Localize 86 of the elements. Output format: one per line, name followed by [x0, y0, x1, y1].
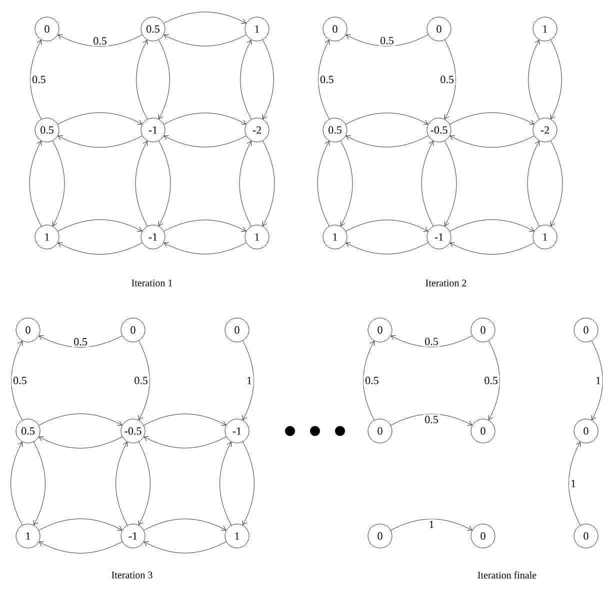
edge-label: 0.5 — [440, 76, 454, 84]
arrow — [390, 414, 472, 426]
arrow — [144, 518, 226, 531]
arrow — [38, 541, 122, 554]
arrow — [144, 436, 226, 448]
arrow — [58, 112, 142, 125]
caption: Iteration finale — [478, 571, 536, 579]
arrow — [58, 34, 142, 47]
arrow — [164, 135, 246, 148]
arrow — [136, 40, 148, 120]
arrow — [138, 340, 150, 420]
edge-label: 0.5 — [484, 376, 498, 384]
arrow — [550, 40, 562, 120]
arrow — [444, 140, 457, 226]
arrow — [242, 340, 254, 420]
arrow — [242, 442, 254, 526]
arrow — [138, 442, 150, 526]
arrow — [30, 40, 42, 120]
edge-label: 0.5 — [32, 76, 46, 84]
arrow — [363, 340, 375, 420]
edge-label: 1 — [430, 520, 434, 528]
edge-label: 0.5 — [380, 36, 394, 44]
caption: Iteration 2 — [426, 280, 466, 286]
arrow — [158, 40, 170, 120]
arrow — [144, 541, 226, 554]
arrow — [346, 135, 428, 148]
arrow — [346, 34, 428, 46]
edge-label: 0.5 — [74, 338, 87, 346]
arrow — [591, 340, 603, 420]
arrow — [116, 442, 128, 526]
arrow — [488, 340, 500, 420]
caption: Iteration 1 — [132, 280, 172, 286]
arrow — [528, 40, 540, 120]
edge-label: 1 — [247, 376, 252, 384]
edge-label: 0.5 — [365, 376, 378, 384]
arrow — [58, 135, 142, 148]
arrow — [10, 442, 23, 526]
arrow — [164, 112, 246, 125]
arrow — [52, 140, 65, 226]
edge-label: 0.5 — [14, 376, 26, 384]
arrow — [262, 140, 275, 226]
arrow — [262, 40, 274, 120]
arrow — [527, 140, 540, 226]
arrow — [340, 140, 353, 226]
arrow — [38, 518, 122, 531]
arrow — [38, 335, 122, 348]
arrow — [450, 219, 534, 232]
edge-label: 1 — [571, 480, 576, 488]
arrow — [29, 140, 42, 226]
arrow — [317, 140, 330, 226]
arrow — [58, 219, 142, 232]
arrow — [240, 40, 252, 120]
arrow — [239, 140, 252, 226]
arrow — [346, 220, 428, 232]
arrow — [144, 414, 226, 426]
arrow — [38, 414, 122, 426]
arrow — [450, 242, 534, 255]
arrow — [38, 436, 122, 448]
edge-label: 0.5 — [94, 37, 106, 45]
caption: Iteration 3 — [112, 572, 152, 578]
arrow — [318, 40, 330, 120]
arrow — [550, 140, 563, 226]
arrow — [220, 442, 232, 526]
arrow — [164, 34, 246, 46]
arrow — [390, 335, 472, 348]
arrow — [346, 112, 428, 125]
arrow — [568, 442, 581, 526]
edge-label: 0.5 — [425, 416, 438, 424]
arrow — [33, 442, 46, 526]
edge-label: 0.5 — [320, 76, 334, 84]
arrow — [346, 242, 428, 254]
edge-label: 0.5 — [425, 338, 438, 346]
arrow — [450, 135, 534, 148]
arrow — [11, 340, 23, 420]
arrow — [164, 242, 246, 254]
arrow — [450, 112, 534, 125]
arrow — [444, 40, 456, 120]
arrow — [135, 140, 148, 226]
arrow — [164, 220, 246, 232]
arrow — [58, 242, 142, 255]
arrow — [390, 518, 472, 531]
arrow — [421, 140, 434, 226]
edge-label: 0.5 — [134, 376, 148, 384]
arrow — [164, 12, 246, 24]
arrow — [158, 140, 171, 226]
edge-label: 1 — [596, 376, 600, 384]
